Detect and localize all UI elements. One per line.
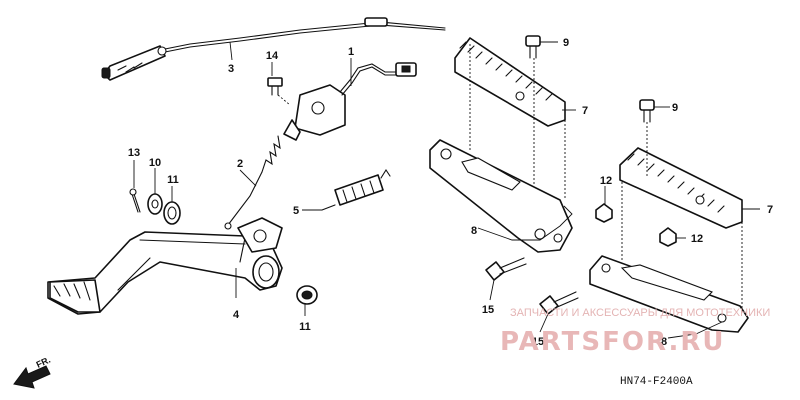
cotter-pin	[129, 188, 141, 213]
callout-3: 3	[228, 63, 234, 75]
nut-upper	[595, 203, 613, 223]
callout-9-lower: 9	[672, 102, 678, 114]
nut-lower	[659, 227, 677, 247]
bolt-upper	[525, 35, 541, 59]
callout-12-lower: 12	[691, 233, 703, 245]
callout-8-upper: 8	[471, 225, 477, 237]
front-direction-indicator: FR.	[13, 355, 52, 389]
callout-4: 4	[233, 309, 240, 321]
callout-7-upper: 7	[582, 105, 588, 117]
brake-switch	[283, 62, 417, 141]
callout-15-upper: 15	[482, 304, 494, 316]
callout-7-lower: 7	[767, 204, 773, 216]
return-spring	[321, 168, 391, 211]
callout-11-upper: 11	[167, 174, 179, 186]
callout-5: 5	[293, 205, 299, 217]
footpeg-lower	[619, 147, 743, 229]
callout-11-lower: 11	[299, 321, 311, 333]
brake-pedal	[47, 217, 283, 315]
callout-8-lower: 8	[661, 336, 667, 348]
watermark-brand: PARTSFOR.RU	[500, 327, 725, 357]
watermark-tagline: ЗАПЧАСТИ И АКСЕССУАРЫ ДЛЯ МОТОТЕХНИКИ	[510, 307, 770, 319]
footpeg-upper	[454, 37, 566, 127]
callout-10: 10	[149, 157, 161, 169]
footpeg-bracket-upper	[429, 139, 573, 253]
callout-14: 14	[266, 50, 279, 62]
watermark: ЗАПЧАСТИ И АКСЕССУАРЫ ДЛЯ МОТОТЕХНИКИ PA…	[500, 307, 770, 357]
dust-seal-upper	[163, 201, 181, 225]
washer	[147, 193, 163, 215]
front-arrow-icon	[13, 365, 51, 389]
flange-bolt-upper	[485, 257, 527, 281]
callout-13: 13	[128, 147, 140, 159]
callout-9-upper: 9	[563, 37, 569, 49]
callout-2: 2	[237, 158, 243, 170]
diagram-code: HN74-F2400A	[620, 376, 693, 388]
callout-1: 1	[348, 46, 354, 58]
screw	[267, 77, 291, 106]
footpeg-bracket-lower	[589, 255, 749, 333]
bolt-lower	[639, 99, 655, 123]
switch-spring	[224, 135, 281, 230]
dust-seal-lower	[296, 285, 318, 305]
callout-12-upper: 12	[600, 175, 612, 187]
leader-lines	[133, 41, 760, 339]
front-label: FR.	[35, 355, 52, 370]
flange-bolt-lower	[539, 291, 579, 315]
callout-15-lower: 15	[532, 336, 544, 348]
brake-cable	[101, 17, 446, 81]
